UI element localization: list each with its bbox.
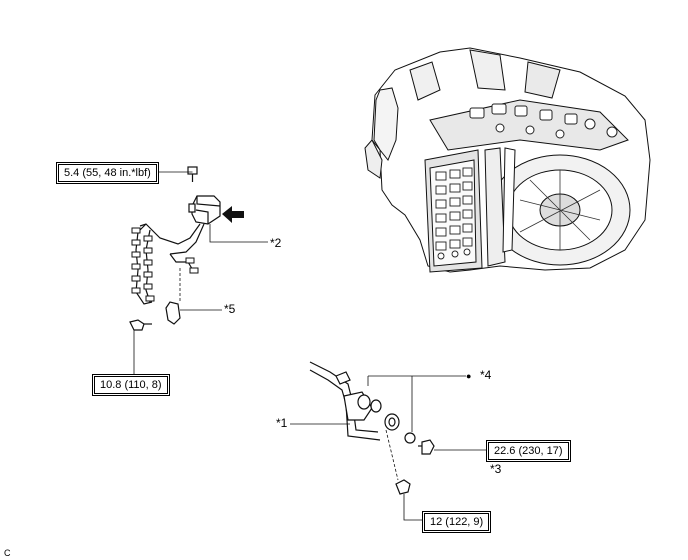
torque-spec-harness-bolt: 10.8 (110, 8) xyxy=(92,374,170,396)
torque-spec-union-bolt: 22.6 (230, 17) xyxy=(486,440,571,462)
callout-1: *1 xyxy=(276,416,288,430)
wire-harness-illustration xyxy=(129,166,268,374)
callout-4: *4 xyxy=(480,368,492,382)
callout-2: *2 xyxy=(270,236,282,250)
callout-5: *5 xyxy=(224,302,236,316)
arrow-left-icon xyxy=(222,206,244,223)
transaxle-assembly-illustration xyxy=(364,47,651,273)
diagram-corner-label: C xyxy=(4,548,11,558)
torque-spec-sensor-bolt-text: 5.4 (55, 48 in.*lbf) xyxy=(58,164,157,182)
oil-pipe-illustration xyxy=(290,361,486,521)
torque-spec-pipe-bolt-text: 12 (122, 9) xyxy=(424,513,490,531)
torque-spec-harness-bolt-text: 10.8 (110, 8) xyxy=(94,376,168,394)
torque-spec-pipe-bolt: 12 (122, 9) xyxy=(422,511,492,533)
callout-bullet: ● xyxy=(466,371,472,381)
torque-spec-sensor-bolt: 5.4 (55, 48 in.*lbf) xyxy=(56,162,159,184)
callout-3: *3 xyxy=(490,462,502,476)
torque-spec-union-bolt-text: 22.6 (230, 17) xyxy=(488,442,569,460)
